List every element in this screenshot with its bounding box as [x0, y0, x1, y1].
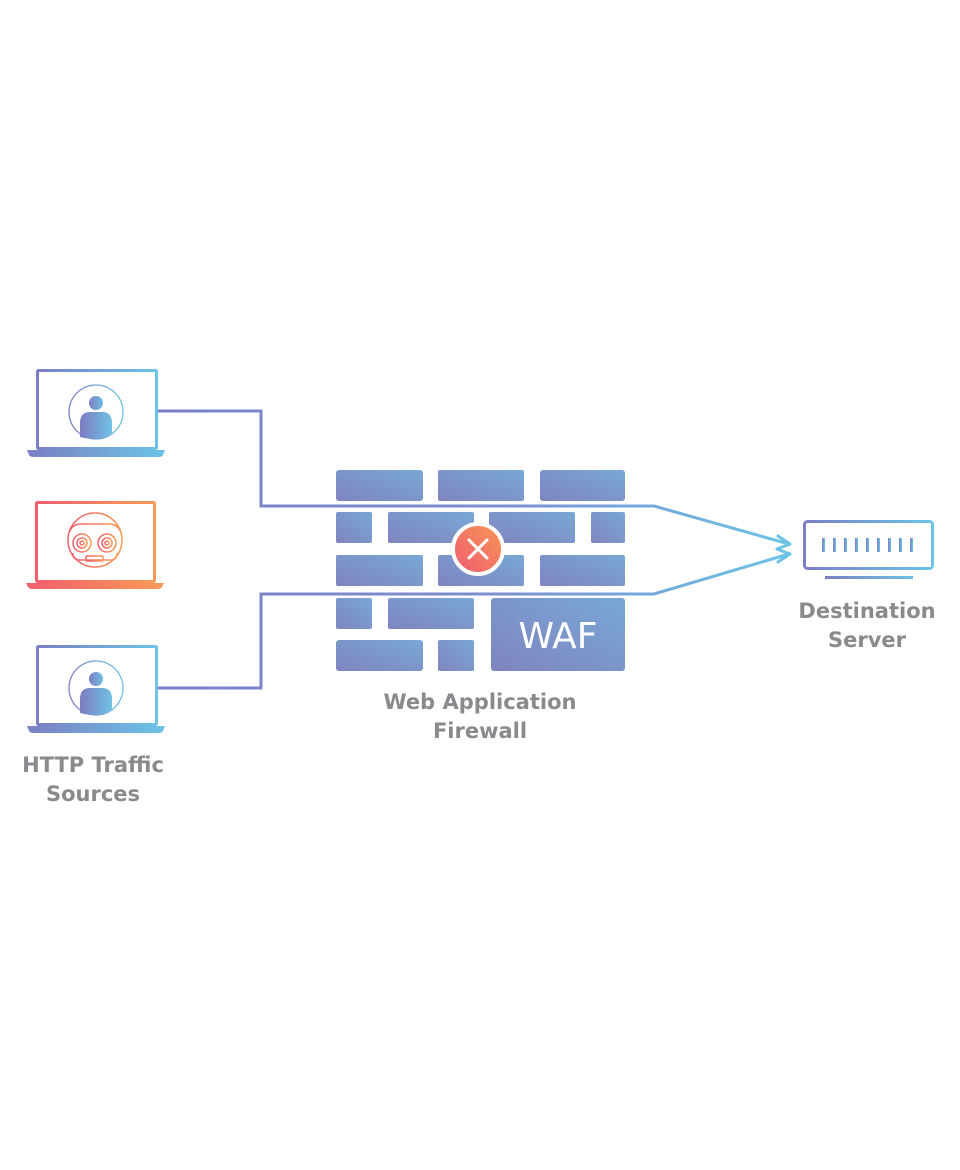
brick: [489, 512, 575, 543]
brick: [540, 555, 625, 586]
server-base: [825, 576, 913, 579]
waf-badge-block: [491, 598, 625, 671]
arrowhead-top: [775, 534, 792, 551]
waf-badge-text: WAF: [519, 616, 598, 657]
sources-label: HTTP Traffic Sources: [0, 751, 186, 809]
source-laptop-bot: [26, 501, 164, 589]
person-icon: [68, 660, 124, 716]
brick: [438, 470, 524, 501]
brick: [336, 640, 423, 671]
traffic-paths: [155, 409, 790, 690]
source-laptop-user-top: [27, 369, 165, 457]
sources-label-line2: Sources: [45, 782, 141, 806]
path-user-bottom: [157, 552, 790, 690]
brick: [336, 470, 423, 501]
destination-label-line2: Server: [827, 628, 906, 652]
arrowheads: [775, 534, 792, 564]
server-port-bars: [822, 538, 913, 552]
brick: [591, 512, 625, 543]
source-laptop-user-bottom: [27, 645, 165, 733]
block-x-circle-icon: [451, 522, 505, 576]
robot-icon: [67, 512, 123, 568]
server-icon: [803, 520, 934, 579]
brick: [540, 470, 625, 501]
brick: [336, 555, 423, 586]
arrowhead-bottom: [775, 547, 792, 564]
firewall-label-line2: Firewall: [432, 719, 528, 743]
destination-label: Destination Server: [790, 597, 944, 655]
person-icon: [68, 384, 124, 440]
path-user-top: [157, 409, 790, 546]
brick: [336, 512, 372, 543]
destination-label-line1: Destination: [798, 599, 936, 623]
brick: [388, 512, 474, 543]
brick: [388, 598, 474, 629]
brick: [438, 640, 474, 671]
sources-label-line1: HTTP Traffic: [22, 753, 164, 777]
brick: [336, 598, 372, 629]
firewall-label: Web Application Firewall: [350, 688, 610, 746]
firewall-label-line1: Web Application: [383, 690, 577, 714]
